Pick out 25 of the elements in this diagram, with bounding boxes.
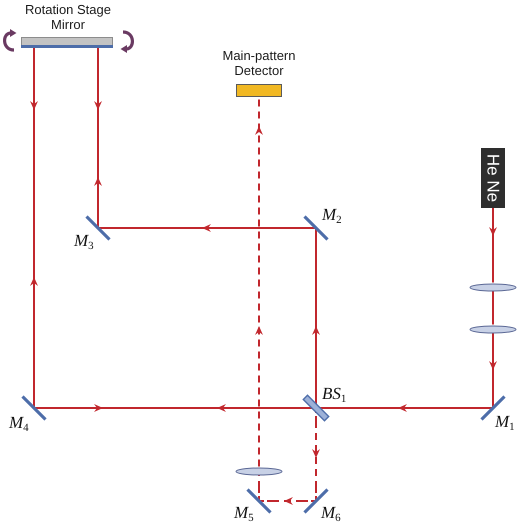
lens-symbol [469,324,517,334]
mirror-label: M$_{3}$ [74,232,94,250]
beam-arrow [94,48,102,215]
lens-symbol [235,466,283,476]
component-label: Rotation Stage Mirror [24,2,112,32]
dashed-beam-arrow [272,497,303,505]
laser-label: He Ne [484,154,502,202]
dashed-beam-arrow [255,97,263,466]
mirror-label: BS$_{1}$ [322,385,346,403]
mirror-label: M$_{6}$ [321,504,341,522]
beam-arrow [489,208,497,282]
laser-box [481,148,505,208]
mirror-label: M$_{5}$ [234,504,254,522]
mirror-label: M$_{1}$ [495,413,515,431]
mirror-label: M$_{2}$ [322,206,342,224]
component-label: Main-pattern Detector [222,48,296,78]
beam-arrow [47,404,303,412]
mirror-label: M$_{4}$ [9,414,29,432]
beam-arrow [312,241,320,395]
lens-symbol [469,282,517,292]
dashed-beam-arrow [312,421,320,488]
beam-arrow [30,48,38,395]
beam-arrow [111,224,303,232]
beam-arrow [329,404,480,412]
beam-arrow [489,334,497,395]
